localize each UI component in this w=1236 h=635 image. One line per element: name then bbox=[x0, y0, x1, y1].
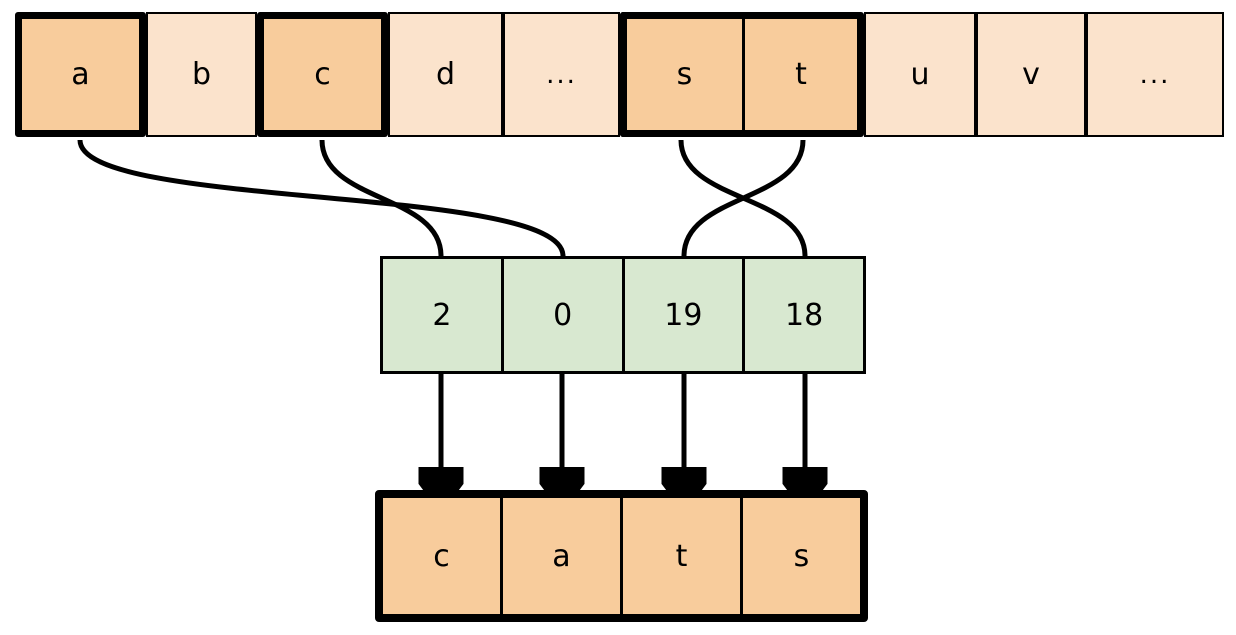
alphabet-cell-t[interactable]: t bbox=[742, 12, 864, 137]
alphabet-cell-c[interactable]: c bbox=[257, 12, 388, 137]
lookup-curve-s-to-18 bbox=[678, 139, 808, 257]
index-cell[interactable]: 0 bbox=[500, 256, 622, 374]
alphabet-cell-ellipsis-4[interactable]: ... bbox=[503, 12, 620, 137]
alphabet-cell-label: d bbox=[435, 56, 456, 92]
alphabet-cell-label: c bbox=[314, 56, 331, 92]
index-cell[interactable]: 2 bbox=[380, 256, 501, 374]
word-cell[interactable]: c bbox=[383, 498, 503, 614]
alphabet-cell-label: u bbox=[910, 56, 930, 92]
index-cell-value: 2 bbox=[432, 297, 452, 333]
alphabet-cell-b[interactable]: b bbox=[146, 12, 257, 137]
index-cell-value: 0 bbox=[553, 297, 573, 333]
lookup-curve-t-to-19 bbox=[681, 139, 806, 257]
alphabet-cell-label: t bbox=[795, 56, 807, 92]
alphabet-cell-label: v bbox=[1022, 56, 1040, 92]
lookup-curve-c-to-2 bbox=[319, 139, 444, 257]
word-cell[interactable]: a bbox=[503, 498, 623, 614]
index-cell[interactable]: 19 bbox=[621, 256, 743, 374]
index-cell-value: 19 bbox=[664, 297, 703, 333]
index-cell-value: 18 bbox=[785, 297, 824, 333]
alphabet-cell-ellipsis-9[interactable]: ... bbox=[1086, 12, 1224, 137]
alphabet-cell-label: b bbox=[191, 56, 212, 92]
word-cell[interactable]: s bbox=[743, 498, 860, 614]
index-to-letter-arrows bbox=[441, 374, 805, 488]
alphabet-cell-s[interactable]: s bbox=[620, 12, 742, 137]
word-cell-letter: s bbox=[793, 538, 810, 574]
alphabet-cell-label: a bbox=[71, 56, 90, 92]
lookup-curve-a-to-0 bbox=[77, 139, 566, 257]
alphabet-cell-d[interactable]: d bbox=[388, 12, 503, 137]
alphabet-cell-label: s bbox=[676, 56, 693, 92]
alphabet-cell-v[interactable]: v bbox=[976, 12, 1086, 137]
index-lookup-curves bbox=[77, 139, 808, 257]
word-cell-letter: a bbox=[552, 538, 571, 574]
word-cell-letter: c bbox=[433, 538, 450, 574]
alphabet-cell-label: ... bbox=[546, 59, 577, 90]
alphabet-cell-a[interactable]: a bbox=[15, 12, 146, 137]
word-cell[interactable]: t bbox=[623, 498, 743, 614]
word-cell-letter: t bbox=[675, 538, 688, 574]
alphabet-cell-label: ... bbox=[1139, 59, 1171, 90]
alphabet-cell-u[interactable]: u bbox=[864, 12, 976, 137]
index-cell[interactable]: 18 bbox=[742, 256, 866, 374]
